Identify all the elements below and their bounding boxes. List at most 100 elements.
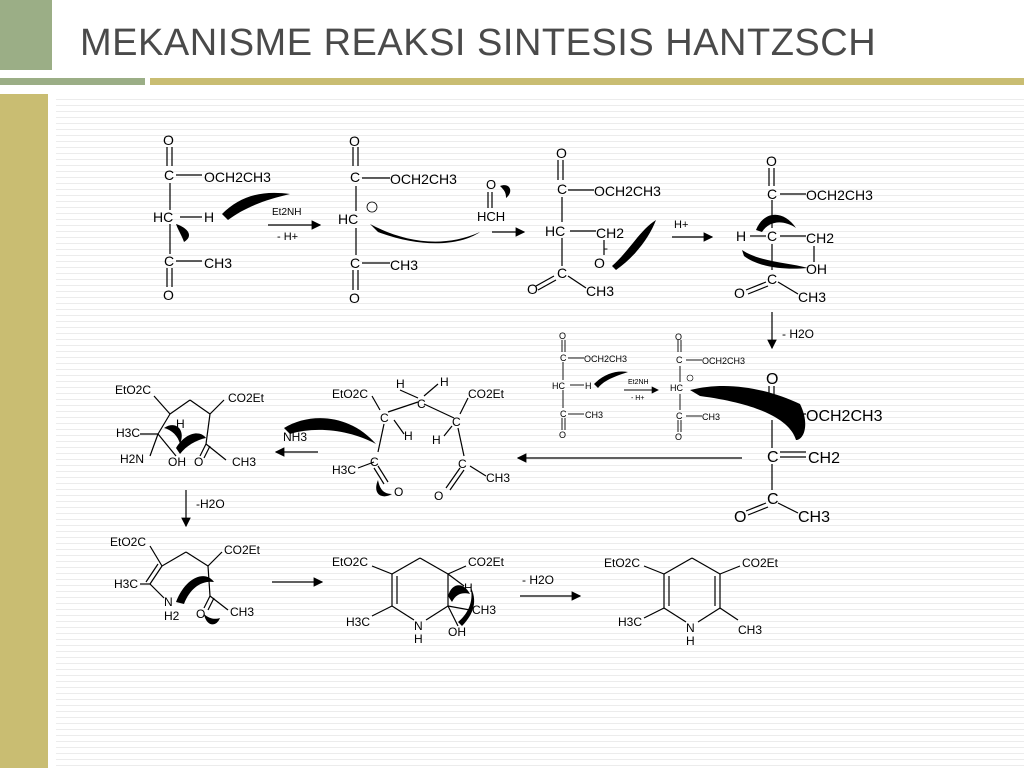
atom-label: C bbox=[557, 265, 567, 281]
group-label: H3C bbox=[116, 426, 140, 440]
atom-label: O bbox=[766, 153, 777, 169]
atom-label: C bbox=[452, 415, 461, 429]
atom-label: H bbox=[432, 433, 441, 447]
group-label: OH bbox=[448, 625, 466, 639]
decor-square bbox=[0, 0, 52, 70]
atom-label: HC bbox=[545, 223, 565, 239]
reagent-label: H+ bbox=[674, 219, 688, 231]
group-label: CO2Et bbox=[228, 391, 265, 405]
electron-arrow bbox=[458, 586, 475, 626]
group-label: CH3 bbox=[390, 257, 418, 273]
group-label: H3C bbox=[346, 615, 370, 629]
atom-label: O bbox=[394, 485, 403, 499]
atom-label: HC bbox=[552, 381, 565, 391]
atom-label: H bbox=[404, 429, 413, 443]
group-label: CH2 bbox=[808, 450, 840, 467]
atom-label: H bbox=[464, 581, 473, 595]
molecule-1-ethyl-acetoacetate bbox=[166, 147, 202, 287]
atom-label: H bbox=[440, 375, 449, 389]
group-label: CO2Et bbox=[224, 543, 261, 557]
atom-label: O bbox=[734, 285, 745, 301]
atom-label: H bbox=[686, 634, 695, 648]
group-label: CH2 bbox=[806, 230, 834, 246]
group-label: CH3 bbox=[472, 603, 496, 617]
group-label: CH3 bbox=[738, 623, 762, 637]
atom-label: C bbox=[676, 411, 683, 421]
atom-label: H bbox=[396, 377, 405, 391]
reagent-label: -H2O bbox=[196, 497, 225, 511]
molecule-5-knoevenagel-product bbox=[745, 386, 806, 516]
atom-label: O bbox=[196, 607, 205, 621]
atom-label: O bbox=[349, 290, 360, 306]
atom-label: O bbox=[556, 145, 567, 161]
group-label: OCH2CH3 bbox=[806, 187, 873, 203]
atom-label: H bbox=[585, 381, 592, 391]
group-label: CO2Et bbox=[468, 555, 505, 569]
group-label: CH3 bbox=[585, 410, 603, 420]
group-label: OCH2CH3 bbox=[594, 183, 661, 199]
molecule-9-cyclic-hemiaminal bbox=[371, 557, 471, 627]
atom-label: O bbox=[766, 371, 778, 388]
electron-arrow bbox=[500, 185, 511, 198]
molecule-small-enolate bbox=[677, 340, 702, 432]
group-label: CH3 bbox=[798, 289, 826, 305]
atom-label: C bbox=[676, 355, 683, 365]
group-label: CH3 bbox=[232, 455, 256, 469]
atom-label: C bbox=[417, 397, 426, 411]
electron-arrow bbox=[612, 220, 656, 270]
atom-label: O bbox=[349, 133, 360, 149]
decor-top-bar-green bbox=[0, 78, 145, 85]
atom-label: O bbox=[594, 255, 605, 271]
electron-arrow bbox=[690, 385, 806, 440]
atom-label: H bbox=[414, 632, 423, 646]
atom-label: O bbox=[163, 287, 174, 303]
atom-label: C bbox=[350, 169, 360, 185]
group-label: H2N bbox=[120, 452, 144, 466]
reagent-label: Et2NH bbox=[272, 207, 301, 218]
group-label: OCH2CH3 bbox=[390, 171, 457, 187]
group-label: EtO2C bbox=[115, 383, 151, 397]
atom-label: HC bbox=[153, 209, 173, 225]
electron-arrow bbox=[284, 418, 376, 444]
electron-arrow bbox=[756, 214, 796, 232]
atom-label: C bbox=[767, 449, 779, 466]
group-label: OCH2CH3 bbox=[204, 169, 271, 185]
decor-top-bar-gold bbox=[150, 78, 1024, 85]
group-label: OH bbox=[806, 261, 827, 277]
group-label: HCH bbox=[477, 209, 505, 224]
atom-label: O bbox=[486, 177, 496, 192]
group-label: CO2Et bbox=[742, 556, 779, 570]
atom-label: N bbox=[686, 621, 695, 635]
atom-label: HC bbox=[670, 383, 683, 393]
reagent-label: Et2NH bbox=[628, 379, 649, 386]
electron-arrow bbox=[164, 425, 182, 444]
atom-label: C bbox=[560, 409, 567, 419]
atom-label: O bbox=[527, 281, 538, 297]
atom-label: O bbox=[734, 509, 746, 526]
atom-label: C bbox=[767, 228, 777, 244]
group-label: CH3 bbox=[486, 471, 510, 485]
slide-title: MEKANISME REAKSI SINTESIS HANTZSCH bbox=[80, 22, 877, 64]
group-label: H3C bbox=[114, 577, 138, 591]
atom-label: O bbox=[675, 432, 682, 442]
group-label: EtO2C bbox=[110, 535, 146, 549]
group-label: CH3 bbox=[798, 509, 830, 526]
group-label: EtO2C bbox=[332, 555, 368, 569]
electron-arrow bbox=[176, 433, 206, 454]
atom-label: C bbox=[767, 491, 779, 508]
group-label: H3C bbox=[332, 463, 356, 477]
atom-label: C bbox=[380, 411, 389, 425]
reagent-label: - H+ bbox=[277, 231, 298, 243]
electron-arrow bbox=[176, 224, 190, 242]
decor-side-bar bbox=[0, 94, 48, 768]
group-label: OCH2CH3 bbox=[702, 356, 745, 366]
atom-label: C bbox=[370, 455, 379, 469]
molecule-10-dihydropyridine bbox=[643, 557, 741, 623]
molecule-small-acetoacetate bbox=[561, 340, 584, 430]
reagent-label: NH3 bbox=[283, 430, 307, 444]
electron-arrow bbox=[204, 614, 220, 625]
group-label: CH3 bbox=[586, 283, 614, 299]
atom-label: O bbox=[434, 489, 443, 503]
atom-label: H bbox=[736, 228, 746, 244]
electron-arrow bbox=[594, 371, 628, 388]
